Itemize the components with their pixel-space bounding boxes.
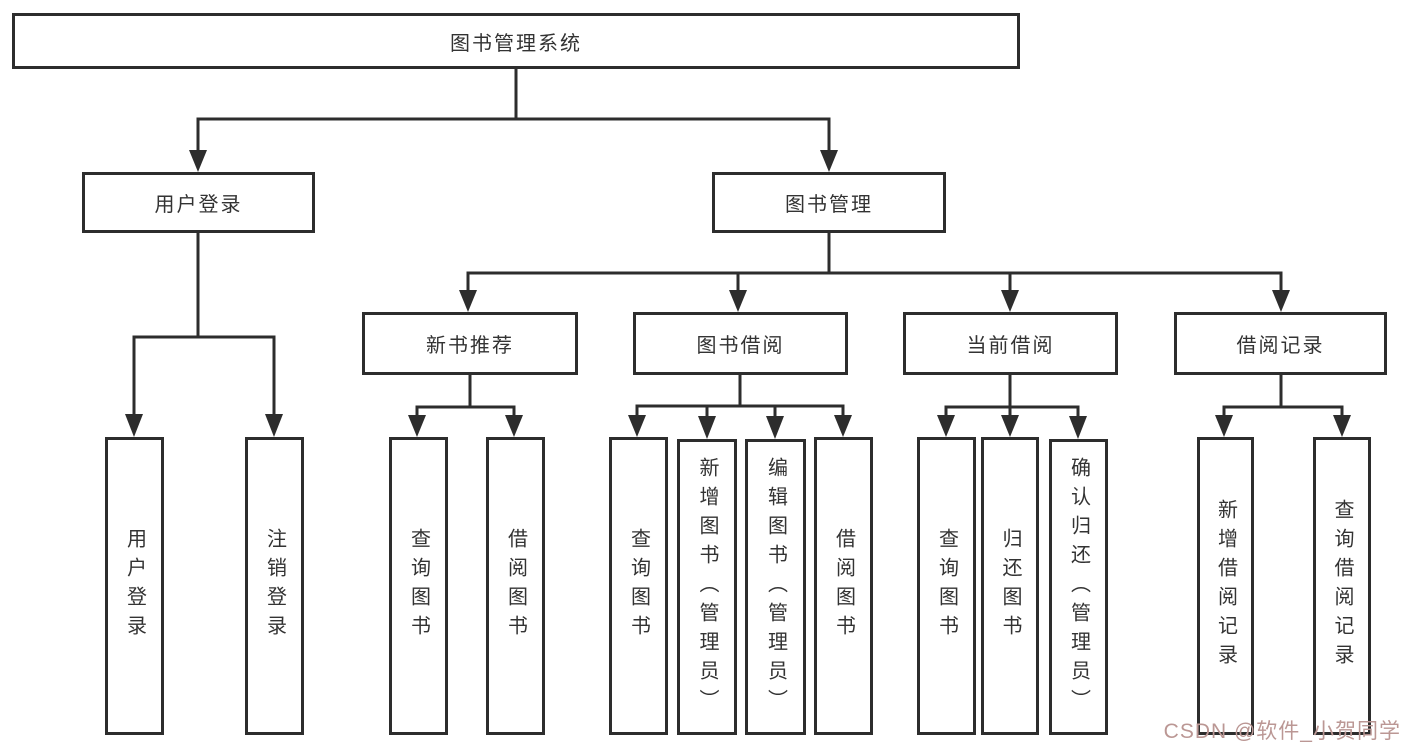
leaf-user-login: 用户登录: [105, 437, 164, 735]
leaf-recommend-borrow-books: 借阅图书: [486, 437, 545, 735]
node-book-borrowing: 图书借阅: [633, 312, 848, 375]
leaf-current-return-books: 归还图书: [981, 437, 1039, 735]
node-user-login: 用户登录: [82, 172, 315, 233]
leaf-recommend-query-books: 查询图书: [389, 437, 448, 735]
node-book-management: 图书管理: [712, 172, 946, 233]
node-current-borrowing: 当前借阅: [903, 312, 1118, 375]
leaf-borrowing-add-books-admin: 新增图书（管理员）: [677, 439, 737, 735]
node-library-system: 图书管理系统: [12, 13, 1020, 69]
node-new-book-recommend: 新书推荐: [362, 312, 578, 375]
leaf-borrowing-borrow-books: 借阅图书: [814, 437, 873, 735]
leaf-borrowing-query-books: 查询图书: [609, 437, 668, 735]
leaf-logout: 注销登录: [245, 437, 304, 735]
leaf-current-confirm-return-admin: 确认归还（管理员）: [1049, 439, 1108, 735]
csdn-watermark: CSDN @软件_小贺同学: [1163, 720, 1401, 743]
leaf-current-query-books: 查询图书: [917, 437, 976, 735]
leaf-borrowing-edit-books-admin: 编辑图书（管理员）: [745, 439, 806, 735]
node-borrowing-records: 借阅记录: [1174, 312, 1387, 375]
leaf-records-query-record: 查询借阅记录: [1313, 437, 1371, 735]
leaf-records-add-record: 新增借阅记录: [1197, 437, 1254, 735]
